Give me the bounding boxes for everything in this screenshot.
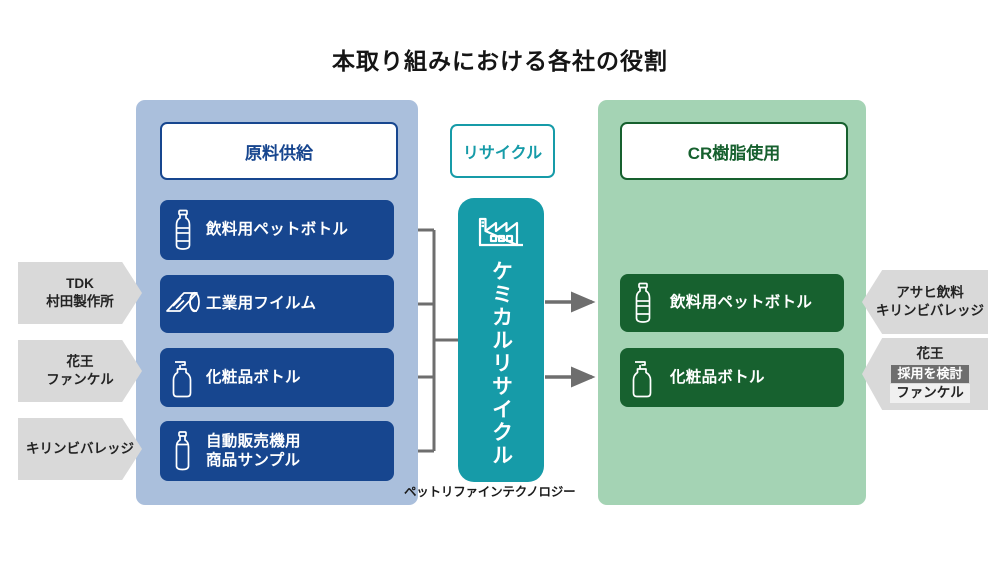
pump-bottle-icon — [620, 348, 666, 407]
user-tag-asahi-kirin: アサヒ飲料 キリンビバレッジ — [862, 270, 988, 334]
left-item-beverage-pet-bottle[interactable]: 飲料用ペットボトル — [160, 200, 394, 260]
left-item-industrial-film[interactable]: 工業用フイルム — [160, 275, 394, 333]
chemical-recycle-column[interactable]: ケミカルリサイクル — [458, 198, 544, 482]
left-panel-header: 原料供給 — [160, 122, 398, 180]
chemical-recycle-label: ケミカルリサイクル — [489, 260, 513, 467]
sample-bottle-icon — [160, 421, 206, 481]
supplier-tag-line1: キリンビバレッジ — [26, 440, 134, 456]
film-roll-icon — [160, 275, 206, 333]
right-item-label: 飲料用ペットボトル — [670, 294, 813, 312]
user-tag-line2: キリンビバレッジ — [876, 303, 984, 318]
right-item-label: 化粧品ボトル — [670, 368, 765, 386]
supplier-tag-kirin-beverage: キリンビバレッジ — [18, 418, 142, 480]
left-item-vending-sample[interactable]: 自動販売機用 商品サンプル — [160, 421, 394, 481]
center-header: リサイクル — [450, 124, 555, 178]
pet-bottle-icon — [620, 274, 666, 332]
right-item-cosmetic-bottle[interactable]: 化粧品ボトル — [620, 348, 844, 407]
supplier-tag-line1: 花王 — [66, 353, 94, 369]
page-title: 本取り組みにおける各社の役割 — [332, 48, 668, 74]
right-panel-header: CR樹脂使用 — [620, 122, 848, 180]
user-tag-line1: 花王 — [916, 346, 944, 362]
supplier-tag-line2: 村田製作所 — [46, 294, 114, 309]
left-item-cosmetic-bottle[interactable]: 化粧品ボトル — [160, 348, 394, 407]
status-badge: 採用を検討 — [891, 364, 969, 384]
left-item-label: 工業用フイルム — [206, 295, 317, 313]
user-tag-line1: アサヒ飲料 — [896, 284, 964, 300]
center-company-caption: ペットリファインテクノロジー — [404, 485, 576, 499]
pump-bottle-icon — [160, 348, 206, 407]
user-tag-sub: ファンケル — [890, 384, 970, 403]
pet-bottle-icon — [160, 200, 206, 260]
supplier-tag-line1: TDK — [66, 275, 94, 291]
left-item-label-line2: 商品サンプル — [206, 452, 301, 469]
right-item-beverage-pet-bottle[interactable]: 飲料用ペットボトル — [620, 274, 844, 332]
supplier-tag-tdk-murata: TDK 村田製作所 — [18, 262, 142, 324]
supplier-tag-line2: ファンケル — [46, 372, 114, 387]
left-item-label: 化粧品ボトル — [206, 368, 301, 386]
supplier-tag-kao-fancl: 花王 ファンケル — [18, 340, 142, 402]
left-item-label: 自動販売機用 商品サンプル — [206, 432, 301, 471]
left-item-label-line1: 自動販売機用 — [206, 432, 301, 450]
factory-icon — [476, 209, 526, 254]
left-item-label: 飲料用ペットボトル — [206, 221, 349, 239]
user-tag-kao-fancl: 花王 採用を検討 ファンケル — [862, 338, 988, 410]
